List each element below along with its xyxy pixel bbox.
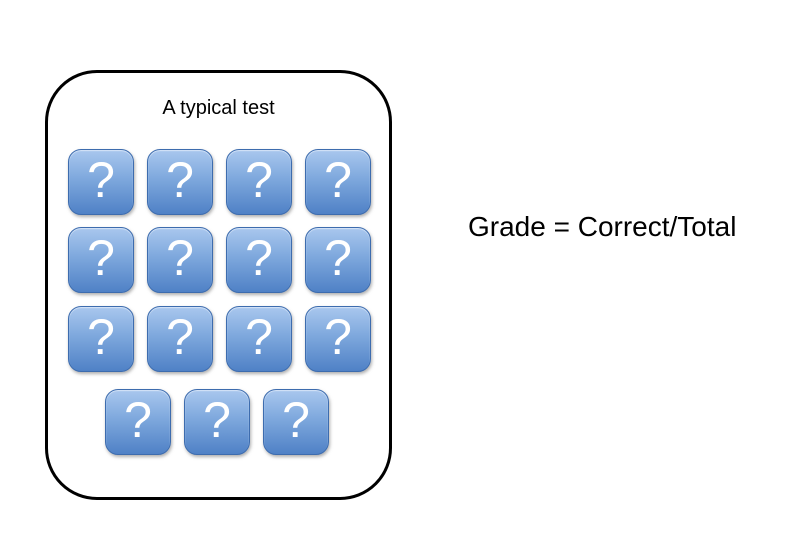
question-tile: ?: [147, 227, 213, 293]
panel-title: A typical test: [162, 97, 275, 119]
question-tile: ?: [184, 389, 250, 455]
grid-row-2: ? ? ? ?: [68, 227, 371, 293]
grade-formula-text: Grade = Correct/Total: [468, 211, 737, 242]
question-tile: ?: [305, 227, 371, 293]
question-tile: ?: [226, 227, 292, 293]
grid-row-4: ? ? ?: [105, 389, 371, 455]
question-tile: ?: [263, 389, 329, 455]
question-tile: ?: [105, 389, 171, 455]
question-tile: ?: [68, 227, 134, 293]
question-tile: ?: [305, 149, 371, 215]
question-tile: ?: [226, 306, 292, 372]
question-tile: ?: [147, 306, 213, 372]
grid-row-3: ? ? ? ?: [68, 306, 371, 372]
test-panel: A typical test ? ? ? ? ? ? ? ? ? ? ? ? ?: [45, 70, 392, 500]
question-tile: ?: [68, 306, 134, 372]
question-tile: ?: [68, 149, 134, 215]
question-grid: ? ? ? ? ? ? ? ? ? ? ? ? ? ? ?: [68, 149, 371, 455]
question-tile: ?: [305, 306, 371, 372]
question-tile: ?: [226, 149, 292, 215]
question-tile: ?: [147, 149, 213, 215]
grid-row-1: ? ? ? ?: [68, 149, 371, 215]
